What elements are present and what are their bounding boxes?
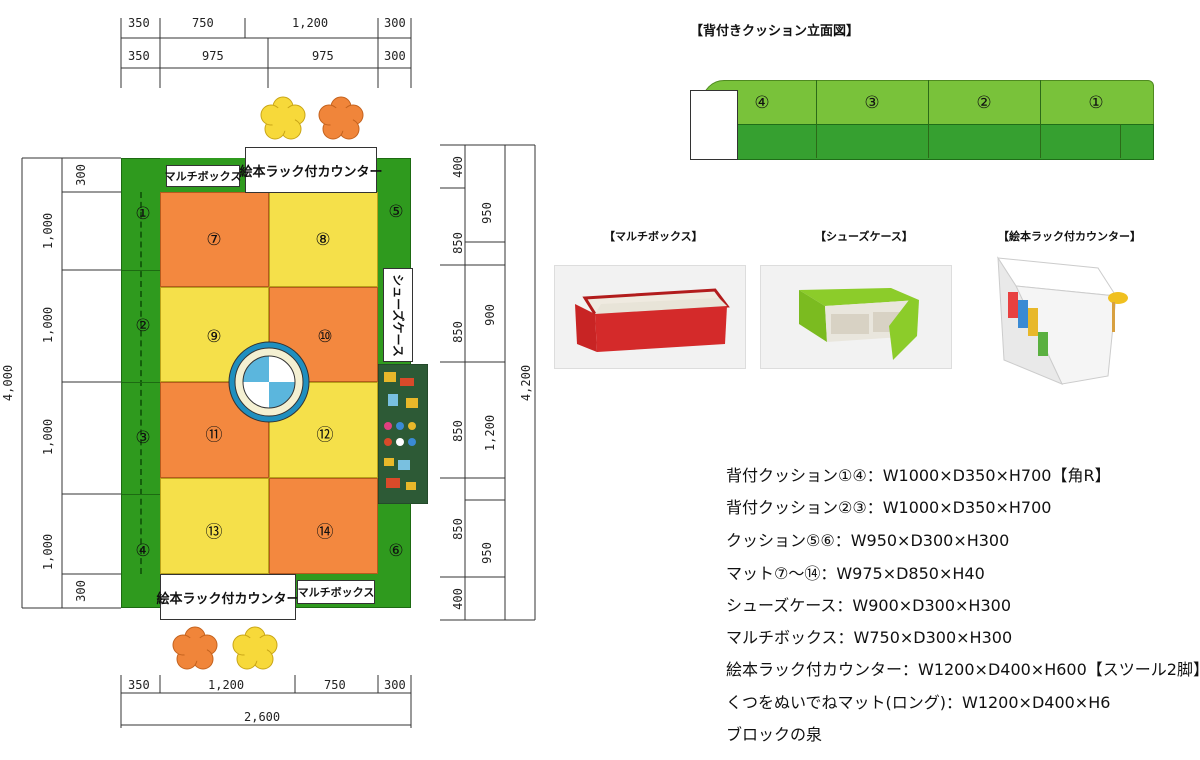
- left-dim-1000c: 1,000: [41, 418, 56, 456]
- mat-13: [160, 478, 269, 574]
- left-dim-1000a: 1,000: [41, 212, 56, 250]
- right-dim-900: 900: [482, 304, 497, 326]
- mat-number-8: ⑧: [315, 230, 331, 250]
- multi-box-caption: 【マルチボックス】: [604, 230, 703, 243]
- elevation-drawing: [690, 80, 1154, 160]
- cushion-divider: [121, 270, 160, 271]
- right-dim-400a: 400: [450, 156, 465, 178]
- elevation-divider: [1120, 124, 1121, 158]
- right-dim-850d: 850: [450, 518, 465, 540]
- shoe-case-text: シューズケース: [390, 273, 405, 357]
- top-dim-350: 350: [128, 16, 150, 30]
- mat-number-11: ⑪: [205, 425, 223, 446]
- shoe-case-photo: [760, 265, 952, 369]
- left-dim-300a: 300: [73, 164, 88, 186]
- top-dim2-300: 300: [384, 49, 406, 63]
- left-dim-1000b: 1,000: [41, 306, 56, 344]
- right-dim-850c: 850: [450, 420, 465, 442]
- cushion-divider: [121, 494, 160, 495]
- spec-line-8: くつをぬいでねマット(ロング)：W1200×D400×H6: [726, 693, 1111, 712]
- multi-box-top-label: マルチボックス: [165, 165, 241, 187]
- cushion-number-2: ②: [135, 316, 151, 336]
- elevation-seat: [736, 124, 1154, 160]
- elevation-end-white: [690, 90, 738, 160]
- elevation-number-2: ②: [976, 93, 992, 113]
- mat-14: [269, 478, 378, 574]
- left-dim-1000d: 1,000: [41, 533, 56, 571]
- spec-line-7: 絵本ラック付カウンター：W1200×D400×H600【スツール2脚】: [726, 660, 1200, 679]
- left-dim-300b: 300: [73, 580, 88, 602]
- elevation-number-4: ④: [754, 93, 770, 113]
- target-rug-icon: [228, 341, 310, 423]
- mat-number-9: ⑨: [206, 327, 222, 347]
- flower-orange-icon: [172, 626, 218, 670]
- flower-yellow-icon: [232, 626, 278, 670]
- counter-top-label: 絵本ラック付カウンター: [240, 147, 383, 193]
- counter-caption: 【絵本ラック付カウンター】: [998, 230, 1141, 243]
- cushion-number-5: ⑤: [388, 202, 404, 222]
- mat-number-14: ⑭: [316, 522, 334, 543]
- shoe-case-label: シューズケース: [383, 268, 413, 362]
- spec-line-1: 背付クッション①④：W1000×D350×H700【角R】: [726, 466, 1111, 485]
- mat-number-13: ⑬: [205, 522, 223, 543]
- top-dim-1200: 1,200: [292, 16, 329, 30]
- left-total: 4,000: [1, 364, 16, 402]
- bottom-dim-350: 350: [128, 678, 150, 692]
- spec-line-6: マルチボックス：W750×D300×H300: [726, 628, 1013, 647]
- counter-bottom-label: 絵本ラック付カウンター: [157, 574, 300, 620]
- flower-orange-icon: [318, 96, 364, 140]
- right-dim-400b: 400: [450, 588, 465, 610]
- flower-yellow-icon: [260, 96, 306, 140]
- top-dim-300: 300: [384, 16, 406, 30]
- spec-line-2: 背付クッション②③：W1000×D350×H700: [726, 498, 1052, 517]
- spec-line-9: ブロックの泉: [726, 725, 823, 744]
- spec-line-4: マット⑦～⑭：W975×D850×H40: [726, 564, 985, 583]
- spec-line-3: クッション⑤⑥：W950×D300×H300: [726, 531, 1010, 550]
- elevation-divider: [928, 80, 929, 158]
- mat-grid: [160, 192, 378, 574]
- shoe-case-image: [799, 288, 919, 360]
- cushion-seam-line: [140, 192, 142, 574]
- bottom-total: 2,600: [244, 710, 281, 724]
- mat-number-12: ⑫: [316, 425, 334, 446]
- shoe-mat-icon: [378, 364, 428, 504]
- right-dim-1200: 1,200: [483, 414, 498, 452]
- counter-photo: [990, 248, 1130, 386]
- counter-image: [997, 256, 1128, 385]
- top-dim2-350: 350: [128, 49, 150, 63]
- bottom-dim-750: 750: [324, 678, 346, 692]
- elevation-divider: [1040, 80, 1041, 158]
- cushion-number-4: ④: [135, 541, 151, 561]
- multi-box-image: [575, 288, 730, 352]
- right-dim-850a: 850: [450, 232, 465, 254]
- top-dim-750: 750: [192, 16, 214, 30]
- right-total: 4,200: [519, 364, 534, 402]
- elevation-number-1: ①: [1088, 93, 1104, 113]
- elevation-number-3: ③: [864, 93, 880, 113]
- mat-number-7: ⑦: [206, 230, 222, 250]
- cushion-divider: [121, 382, 160, 383]
- shoe-case-caption: 【シューズケース】: [815, 230, 913, 243]
- multi-box-photo: [554, 265, 746, 369]
- top-dim2-975b: 975: [312, 49, 334, 63]
- mat-number-10: ⑩: [317, 327, 333, 347]
- top-dim2-975a: 975: [202, 49, 224, 63]
- bottom-dim-300: 300: [384, 678, 406, 692]
- right-dim-950b: 950: [479, 542, 494, 564]
- elevation-divider: [816, 80, 817, 158]
- right-dim-950a: 950: [479, 202, 494, 224]
- mat-7: [160, 192, 269, 287]
- elevation-title: 【背付きクッション立面図】: [690, 24, 860, 39]
- mat-8: [269, 192, 378, 287]
- cushion-number-1: ①: [135, 204, 151, 224]
- bottom-dim-1200: 1,200: [208, 678, 245, 692]
- right-dim-850b: 850: [450, 321, 465, 343]
- cushion-number-6: ⑥: [388, 541, 404, 561]
- cushion-number-3: ③: [135, 428, 151, 448]
- spec-line-5: シューズケース：W900×D300×H300: [726, 596, 1012, 615]
- multi-box-bottom-label: マルチボックス: [297, 580, 375, 604]
